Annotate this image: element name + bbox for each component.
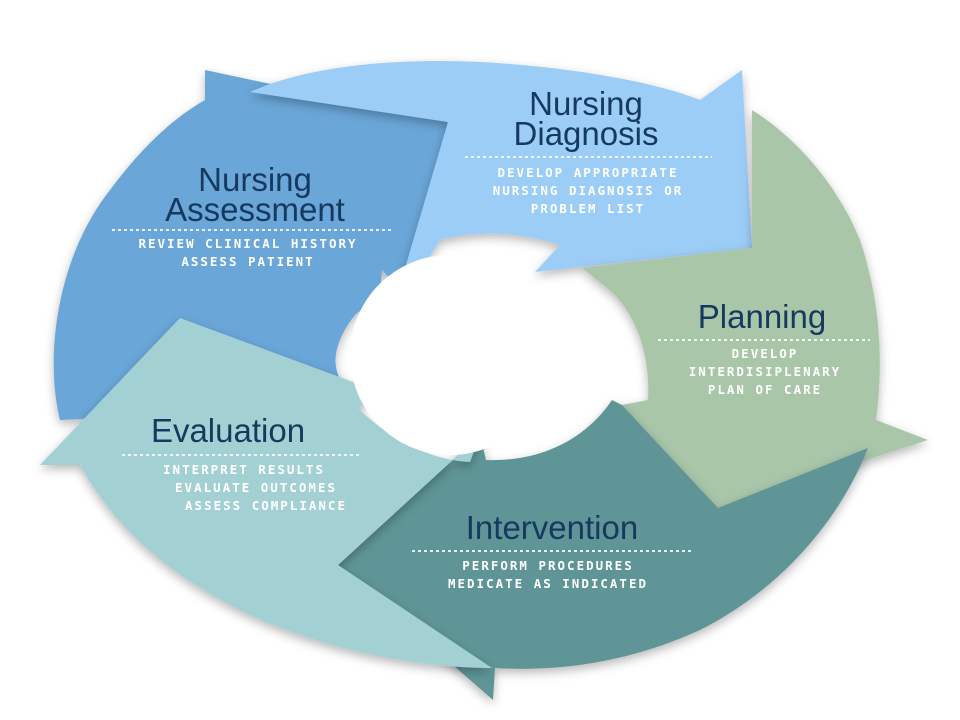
diagnosis-arrow <box>250 60 752 292</box>
diagnosis-desc-line-1: DEVELOP APPROPRIATE <box>498 165 679 180</box>
evaluation-desc-line-3: ASSESS COMPLIANCE <box>185 498 347 513</box>
stage-planning: Planning DEVELOP INTERDISIPLENARY PLAN O… <box>658 298 870 397</box>
assessment-arrow <box>53 70 448 420</box>
diagnosis-title-line-1: Nursing <box>529 85 643 122</box>
intervention-desc-line-2: MEDICATE AS INDICATED <box>448 576 648 591</box>
planning-arrow <box>582 110 928 508</box>
cycle-arrows <box>40 60 928 700</box>
evaluation-desc-line-1: INTERPRET RESULTS <box>163 462 325 477</box>
evaluation-desc-line-2: EVALUATE OUTCOMES <box>175 480 337 495</box>
assessment-desc-line-2: ASSESS PATIENT <box>181 254 314 269</box>
diagnosis-desc-line-3: PROBLEM LIST <box>531 201 645 216</box>
planning-title: Planning <box>698 298 826 335</box>
assessment-desc-line-1: REVIEW CLINICAL HISTORY <box>138 236 357 251</box>
planning-desc-line-1: DEVELOP <box>732 346 799 361</box>
stage-nursing-assessment: Nursing Assessment REVIEW CLINICAL HISTO… <box>112 161 392 269</box>
intervention-arrow <box>338 400 868 700</box>
diagnosis-title-line-2: Diagnosis <box>514 115 659 152</box>
evaluation-arrow <box>40 318 492 668</box>
evaluation-title: Evaluation <box>151 412 305 449</box>
stage-nursing-diagnosis: Nursing Diagnosis DEVELOP APPROPRIATE NU… <box>465 85 712 216</box>
stage-evaluation: Evaluation INTERPRET RESULTS EVALUATE OU… <box>122 412 362 513</box>
assessment-title-line-2: Assessment <box>165 191 345 228</box>
center-hole <box>350 255 550 455</box>
intervention-title: Intervention <box>466 509 638 546</box>
intervention-desc-line-1: PERFORM PROCEDURES <box>462 558 633 573</box>
planning-desc-line-3: PLAN OF CARE <box>708 382 822 397</box>
assessment-title-line-1: Nursing <box>198 161 312 198</box>
stage-intervention: Intervention PERFORM PROCEDURES MEDICATE… <box>412 509 692 591</box>
diagnosis-desc-line-2: NURSING DIAGNOSIS OR <box>493 183 684 198</box>
planning-desc-line-2: INTERDISIPLENARY <box>689 364 841 379</box>
